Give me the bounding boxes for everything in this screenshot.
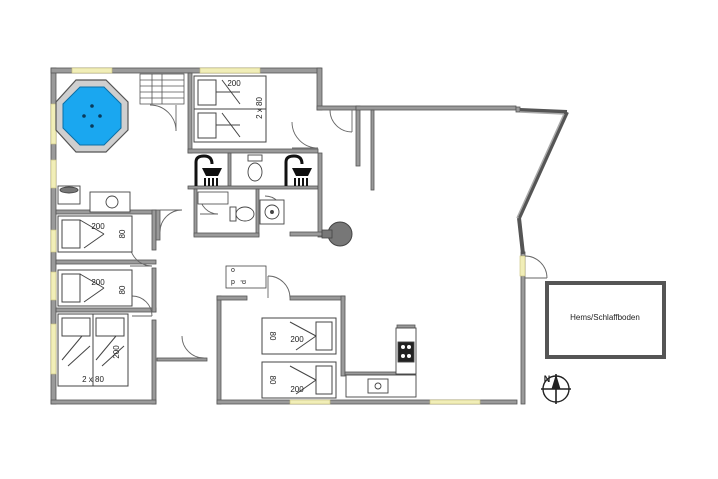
- left-bed2-length: 200: [91, 278, 105, 287]
- bay-walls: [517, 108, 569, 255]
- bottom-bed-width: 2 x 80: [82, 375, 104, 384]
- center-bed2-length: 200: [290, 385, 304, 394]
- sink-icon: [89, 191, 131, 213]
- loft-box: [545, 281, 666, 359]
- shelf-icon: [197, 191, 229, 205]
- center-bed1-width: 80: [268, 332, 277, 341]
- loft-label: Hems/Schlaffboden: [570, 313, 640, 322]
- stove-icon: [225, 265, 267, 289]
- hot-tub-icon: [55, 79, 129, 153]
- beds: [57, 75, 337, 399]
- shower-icon: [284, 154, 312, 186]
- stove-icon: [321, 221, 353, 247]
- kitchen: [345, 327, 417, 398]
- left-bed2-width: 80: [118, 285, 127, 294]
- washer-icon: [57, 185, 81, 205]
- sink-icon: [259, 199, 285, 225]
- appliance-label-p: p: [231, 279, 235, 286]
- toilet-icon: [247, 154, 263, 182]
- shower-icon: [194, 154, 222, 186]
- center-bed1-length: 200: [290, 335, 304, 344]
- left-bed1-width: 80: [118, 229, 127, 238]
- labels: Hems/Schlaffboden N 200 2 x 80 200 80 20…: [82, 79, 640, 394]
- compass-label: N: [544, 374, 551, 384]
- toilet-icon: [229, 206, 255, 222]
- stairs-icon: [139, 73, 185, 105]
- bottom-bed-length: 200: [112, 345, 121, 359]
- center-bed2-width: 80: [268, 376, 277, 385]
- compass-icon: [541, 374, 571, 404]
- left-bed1-length: 200: [91, 222, 105, 231]
- top-bed-width: 2 x 80: [255, 97, 264, 119]
- windows: [50, 67, 526, 405]
- appliance-label-d: d: [241, 280, 248, 284]
- appliance-label-o: o: [231, 267, 235, 274]
- top-bed-length: 200: [227, 79, 241, 88]
